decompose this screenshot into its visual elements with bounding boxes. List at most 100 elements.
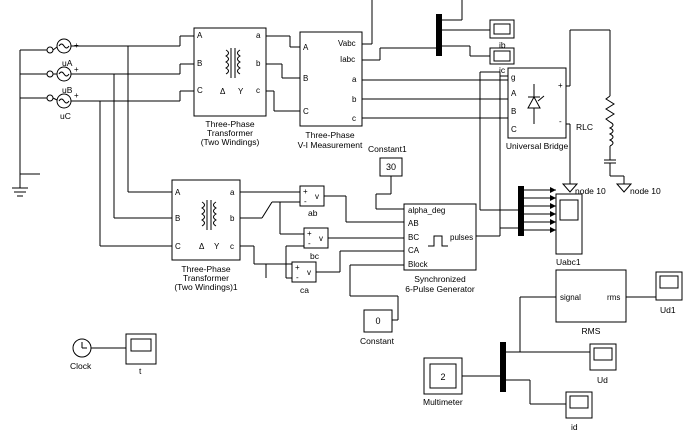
- vi-measurement[interactable]: A B C Vabc Iabc a b c Three-Phase V-I Me…: [298, 31, 363, 150]
- t2-title-3: (Two Windings)1: [174, 282, 238, 292]
- source-uc[interactable]: + uC: [40, 91, 180, 121]
- pg-in-block: Block: [408, 260, 429, 269]
- pulse-generator[interactable]: alpha_deg AB BC CA Block pulses Synchron…: [403, 203, 477, 294]
- scope-ic[interactable]: ic: [489, 47, 515, 75]
- t2-port-a-in: A: [175, 188, 181, 197]
- rms-title: RMS: [582, 326, 601, 336]
- t2-wye: Y: [214, 242, 220, 251]
- t2-port-b-out: b: [230, 214, 235, 223]
- t2-to-voltmeter-wires: [240, 191, 304, 279]
- t2-port-b-in: B: [175, 214, 180, 223]
- rms-in-signal: signal: [560, 293, 581, 302]
- vi-port-c-out: c: [352, 114, 356, 123]
- pg-title-2: 6-Pulse Generator: [405, 284, 475, 294]
- scope-ud-label: Ud: [597, 375, 608, 385]
- rlc-label: RLC: [576, 122, 593, 132]
- transformer-2[interactable]: A B C a b c Δ Y Three-Phase Transformer …: [171, 179, 241, 292]
- bridge-port-c: C: [511, 125, 517, 134]
- vi-port-c-in: C: [303, 107, 309, 116]
- bridge-port-plus: +: [558, 81, 563, 90]
- scope-uabc1-label: Uabc1: [556, 257, 581, 267]
- ground[interactable]: [12, 50, 28, 197]
- svg-text:+: +: [74, 91, 79, 100]
- voltmeter-ca-label: ca: [300, 285, 309, 295]
- pg-in-ab: AB: [408, 219, 419, 228]
- bridge-port-a: A: [511, 89, 517, 98]
- constant-block[interactable]: 0 Constant: [349, 264, 404, 346]
- t1-title-2: Transformer: [207, 128, 253, 138]
- multimeter-out-wires: [506, 296, 590, 405]
- source-ua[interactable]: + uA: [40, 38, 180, 68]
- svg-text:+: +: [307, 229, 312, 238]
- voltmeter-ab-label: ab: [308, 208, 318, 218]
- svg-text:v: v: [319, 234, 323, 243]
- scope-ud1[interactable]: Ud1: [655, 271, 683, 315]
- constant1-label: Constant1: [368, 144, 407, 154]
- scope-ud[interactable]: Ud: [589, 343, 617, 385]
- t1-wye: Y: [238, 87, 244, 96]
- scope-uabc1[interactable]: Uabc1: [555, 193, 583, 267]
- demux-2[interactable]: [500, 342, 506, 392]
- bridge-port-b: B: [511, 107, 516, 116]
- vi-title-2: V-I Measurement: [298, 140, 363, 150]
- t2-port-c-out: c: [230, 242, 234, 251]
- clock-label: Clock: [70, 361, 92, 371]
- multimeter-value: 2: [440, 372, 445, 382]
- t2-delta: Δ: [199, 242, 205, 251]
- node-10-b-label: node 10: [630, 186, 661, 196]
- t1-port-a-out: a: [256, 31, 261, 40]
- t1-port-c-in: C: [197, 86, 203, 95]
- constant1-value: 30: [386, 162, 396, 172]
- svg-text:+: +: [74, 65, 79, 74]
- clock-block[interactable]: Clock: [70, 338, 126, 371]
- scope-t-label: t: [139, 366, 142, 376]
- demux-1[interactable]: [436, 14, 442, 56]
- rms-out: rms: [607, 293, 620, 302]
- svg-text:-: -: [296, 273, 299, 282]
- pg-out-pulses: pulses: [450, 233, 473, 242]
- pg-in-ca: CA: [408, 246, 420, 255]
- multimeter-block[interactable]: 2 Multimeter: [423, 357, 500, 407]
- t1-in-wires: [179, 35, 194, 101]
- pulse-out-wires: [476, 75, 518, 237]
- scope-ib[interactable]: ib: [489, 19, 515, 50]
- t1-title-1: Three-Phase: [205, 119, 254, 129]
- bridge-port-g: g: [511, 73, 515, 82]
- t2-port-c-in: C: [175, 242, 181, 251]
- vi-out-vabc: Vabc: [338, 39, 356, 48]
- pg-in-bc: BC: [408, 233, 419, 242]
- rms-block[interactable]: signal rms RMS: [555, 269, 656, 336]
- svg-text:-: -: [308, 239, 311, 248]
- svg-text:+: +: [303, 187, 308, 196]
- vi-port-b-in: B: [303, 74, 308, 83]
- node-10-b[interactable]: node 10: [615, 183, 661, 196]
- t1-title-3: (Two Windings): [201, 137, 260, 147]
- scope-t[interactable]: t: [125, 333, 157, 376]
- constant1-block[interactable]: Constant1 30: [368, 144, 407, 210]
- svg-text:v: v: [307, 268, 311, 277]
- voltmeter-bc-label: bc: [310, 251, 320, 261]
- source-uc-label: uC: [60, 111, 71, 121]
- scope-ic-label: ic: [499, 65, 506, 75]
- voltmeter-out-wires: [316, 195, 404, 273]
- multimeter-label: Multimeter: [423, 397, 463, 407]
- voltmeter-ca[interactable]: + - v ca: [291, 261, 317, 295]
- scope-id[interactable]: id: [565, 391, 593, 432]
- constant-value: 0: [375, 316, 380, 326]
- t2-port-a-out: a: [230, 188, 235, 197]
- source-ub-label: uB: [62, 85, 73, 95]
- t1-port-b-in: B: [197, 59, 202, 68]
- rlc-branch[interactable]: RLC: [566, 29, 625, 184]
- voltmeter-bc[interactable]: + - v bc: [303, 227, 329, 261]
- vi-title-1: Three-Phase: [305, 130, 354, 140]
- mux-uabc[interactable]: [518, 186, 556, 236]
- voltmeter-ab[interactable]: + - v ab: [299, 185, 325, 218]
- transformer-1[interactable]: A B C a b c Δ Y Three-Phase Transformer …: [193, 27, 267, 147]
- bridge-port-minus: -: [559, 117, 562, 126]
- source-ub[interactable]: + uB: [40, 65, 180, 95]
- pg-title-1: Synchronized: [414, 274, 466, 284]
- node-10-a[interactable]: node 10: [561, 123, 606, 196]
- universal-bridge[interactable]: g A B C + - Universal Bridge: [506, 67, 569, 151]
- t1-port-c-out: c: [256, 86, 260, 95]
